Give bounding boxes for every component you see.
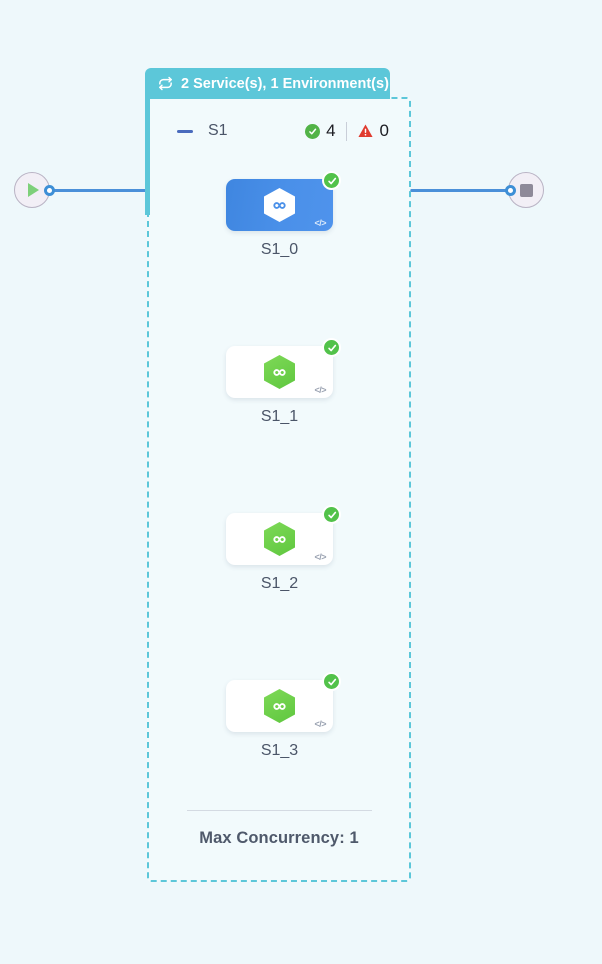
start-node-output-port[interactable] xyxy=(44,185,55,196)
check-circle-icon xyxy=(322,171,341,190)
play-icon xyxy=(28,183,39,197)
service-hex-icon xyxy=(264,689,295,723)
code-badge-icon: </> xyxy=(314,385,326,395)
group-status-badges: 4 0 xyxy=(305,121,389,141)
minus-icon[interactable] xyxy=(177,129,193,133)
max-concurrency-label: Max Concurrency: 1 xyxy=(199,829,359,847)
success-count: 4 xyxy=(326,121,336,140)
service-hex-icon xyxy=(264,188,295,222)
group-header-tab[interactable]: 2 Service(s), 1 Environment(s) xyxy=(145,68,390,99)
node-card[interactable]: </> xyxy=(226,672,341,732)
code-badge-icon: </> xyxy=(314,552,326,562)
code-badge-icon: </> xyxy=(314,719,326,729)
node-card[interactable]: </> xyxy=(226,171,341,231)
group-title: S1 xyxy=(208,122,228,139)
node-label: S1_1 xyxy=(260,408,299,425)
node-card[interactable]: </> xyxy=(226,505,341,565)
loop-icon xyxy=(157,75,174,92)
edge-group-to-end xyxy=(410,189,516,192)
check-circle-icon xyxy=(322,672,341,691)
end-node-input-port[interactable] xyxy=(505,185,516,196)
group-header-label: 2 Service(s), 1 Environment(s) xyxy=(181,75,389,92)
status-divider xyxy=(345,121,347,141)
warning-count: 0 xyxy=(379,121,389,140)
check-circle-icon xyxy=(322,338,341,357)
node-item: </> S1_3 xyxy=(226,672,341,760)
group-left-accent-bar xyxy=(145,97,150,215)
node-label: S1_2 xyxy=(260,575,299,592)
check-circle-icon xyxy=(305,123,321,139)
status-badge-success[interactable]: 4 xyxy=(305,121,336,141)
node-label: S1_3 xyxy=(260,742,299,759)
group-title-row: S1 4 0 xyxy=(147,115,411,147)
check-circle-icon xyxy=(322,505,341,524)
group-footer: Max Concurrency: 1 xyxy=(147,810,411,848)
node-label: S1_0 xyxy=(260,241,299,258)
node-item: </> S1_1 xyxy=(226,338,341,426)
service-hex-icon xyxy=(264,522,295,556)
status-badge-warning[interactable]: 0 xyxy=(357,121,389,141)
stop-icon xyxy=(519,183,533,197)
service-hex-icon xyxy=(264,355,295,389)
node-item: </> S1_2 xyxy=(226,505,341,593)
node-item: </> S1_0 xyxy=(226,171,341,259)
edge-start-to-group xyxy=(49,189,147,192)
node-card[interactable]: </> xyxy=(226,338,341,398)
code-badge-icon: </> xyxy=(314,218,326,228)
warning-triangle-icon xyxy=(357,123,374,139)
footer-divider xyxy=(186,810,372,811)
